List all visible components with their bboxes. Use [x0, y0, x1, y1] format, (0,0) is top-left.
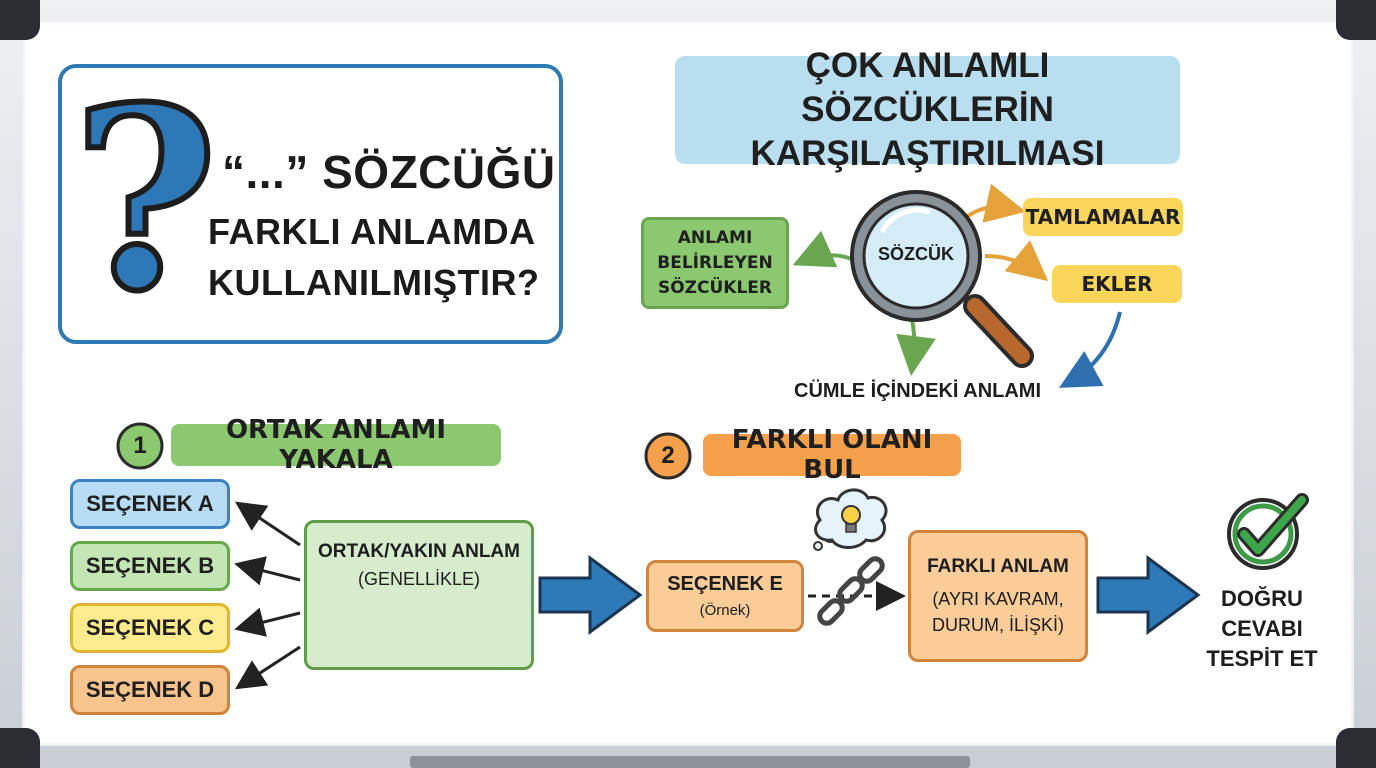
different-meaning-line: (AYRI KAVRAM, — [932, 589, 1064, 609]
frame-corner — [0, 0, 40, 40]
common-meaning-title: ORTAK/YAKIN ANLAM — [318, 541, 520, 562]
step-1-number: 1 — [133, 432, 147, 459]
check-mark-icon — [1227, 493, 1309, 570]
left-box-line: ANLAMI — [677, 227, 753, 248]
result-line: DOĞRU — [1221, 586, 1303, 611]
option-e-box — [646, 560, 804, 632]
step-1-label: ORTAK ANLAMI YAKALA — [171, 415, 501, 475]
option-b: SEÇENEK B — [70, 541, 230, 591]
arrow-to-ekler — [984, 240, 1049, 282]
option-d: SEÇENEK D — [70, 665, 230, 715]
ekler-tag: EKLER — [1052, 265, 1182, 303]
result-line: CEVABI — [1221, 616, 1303, 641]
magnifier-center-label: SÖZCÜK — [878, 244, 954, 264]
broken-chain-icon — [817, 556, 885, 626]
arrow-down-green — [896, 319, 936, 376]
diagram-title-line-2: KARŞILAŞTIRILMASI — [750, 134, 1105, 173]
frame-corner — [1336, 0, 1376, 40]
option-c: SEÇENEK C — [70, 603, 230, 653]
diagram-title-line-1: ÇOK ANLAMLI SÖZCÜKLERİN — [801, 46, 1054, 129]
result-line: TESPİT ET — [1206, 646, 1318, 671]
step-1-badge — [116, 422, 164, 470]
common-meaning-sub: (GENELLİKLE) — [357, 569, 481, 589]
step-2-number: 2 — [661, 442, 675, 469]
option-e-label: SEÇENEK E — [667, 573, 783, 595]
tamlamalar-tag: TAMLAMALAR — [1023, 198, 1183, 236]
frame-corner — [0, 728, 40, 768]
question-panel — [58, 64, 563, 344]
different-meaning-box — [908, 530, 1088, 662]
question-line-1: “...” SÖZCÜĞÜ — [222, 146, 556, 198]
step-2-badge — [644, 432, 692, 480]
sentence-meaning-label: CÜMLE İÇİNDEKİ ANLAMI — [794, 380, 1042, 402]
arrow-to-left-box — [792, 230, 859, 268]
different-meaning-title: FARKLI ANLAM — [927, 556, 1069, 577]
different-meaning-line: DURUM, İLİŞKİ) — [931, 615, 1064, 635]
lightbulb-cloud-icon — [813, 488, 888, 551]
diagram-title: ÇOK ANLAMLI SÖZCÜKLERİN KARŞILAŞTIRILMAS… — [675, 46, 1180, 173]
big-arrow-1 — [538, 555, 643, 635]
option-e-sub: (Örnek) — [699, 602, 751, 619]
frame-corner — [1336, 728, 1376, 768]
left-box-line: SÖZCÜKLER — [657, 277, 772, 298]
common-meaning-box — [304, 520, 534, 670]
option-a: SEÇENEK A — [70, 479, 230, 529]
step-2-label: FARKLI OLANI BUL — [703, 425, 961, 485]
question-line-3: KULLANILMIŞTIR? — [208, 262, 540, 303]
left-box-line: BELİRLEYEN — [657, 252, 773, 273]
question-mark-icon: ? — [69, 52, 222, 346]
marker-tray — [410, 756, 970, 768]
left-box: ANLAMI BELİRLEYEN SÖZCÜKLER — [641, 217, 789, 309]
question-line-2: FARKLI ANLAMDA — [208, 211, 536, 252]
arrow-ekler-to-bottom — [1058, 311, 1122, 388]
big-arrow-2 — [1096, 555, 1201, 635]
magnifier-icon — [850, 190, 1034, 368]
